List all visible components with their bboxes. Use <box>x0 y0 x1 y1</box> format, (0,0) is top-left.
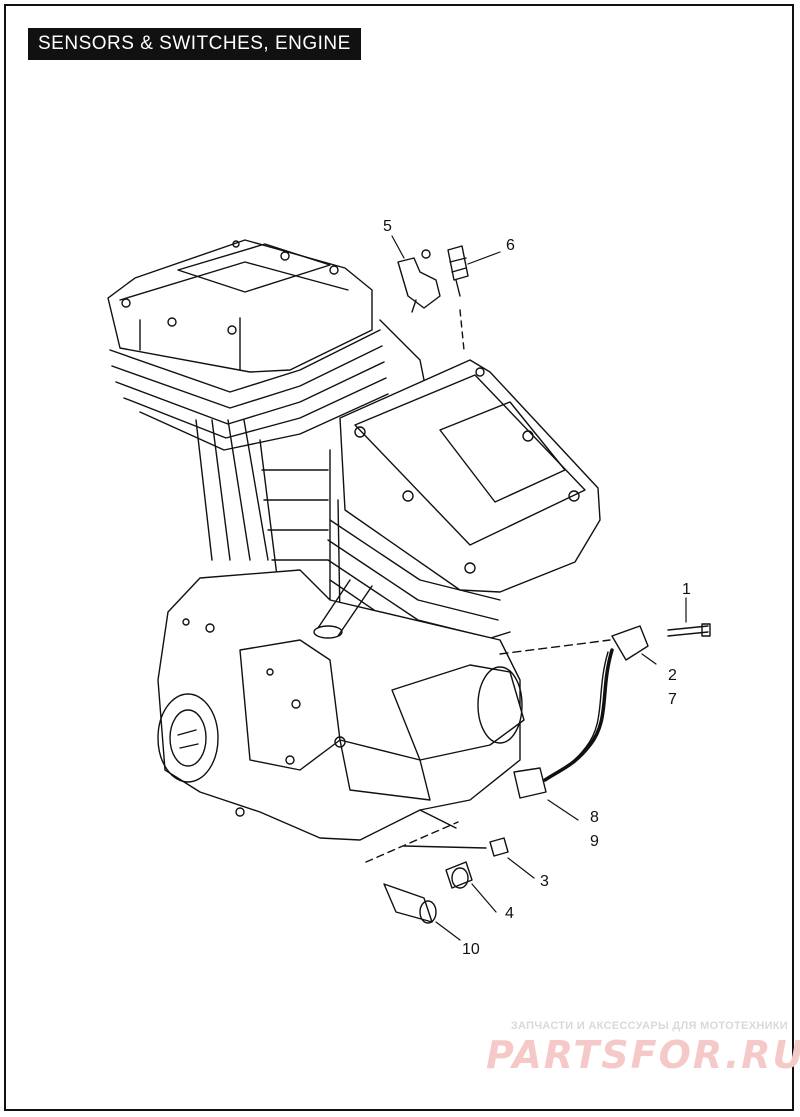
page-title: SENSORS & SWITCHES, ENGINE <box>28 28 361 60</box>
callout-10: 10 <box>462 941 480 958</box>
callout-3: 3 <box>540 873 549 890</box>
callout-1: 1 <box>682 581 691 598</box>
callout-5: 5 <box>383 218 392 235</box>
watermark-brand: PARTSFOR.RU <box>486 1033 800 1077</box>
part-2-sensor-harness <box>499 623 711 799</box>
parts-3-4-10 <box>365 809 509 924</box>
leader-lines <box>391 235 687 941</box>
engine-illustration <box>107 239 601 841</box>
page-frame <box>4 4 794 1111</box>
callout-4: 4 <box>505 905 514 922</box>
callout-6: 6 <box>506 237 515 254</box>
part-5-sensor <box>397 249 441 313</box>
callout-9: 9 <box>590 833 599 850</box>
part-6-switch <box>447 245 469 351</box>
callout-7: 7 <box>668 691 677 708</box>
watermark-tagline: ЗАПЧАСТИ И АКСЕССУАРЫ ДЛЯ МОТОТЕХНИКИ <box>510 1020 788 1032</box>
callout-8: 8 <box>590 809 599 826</box>
callout-2: 2 <box>668 667 677 684</box>
